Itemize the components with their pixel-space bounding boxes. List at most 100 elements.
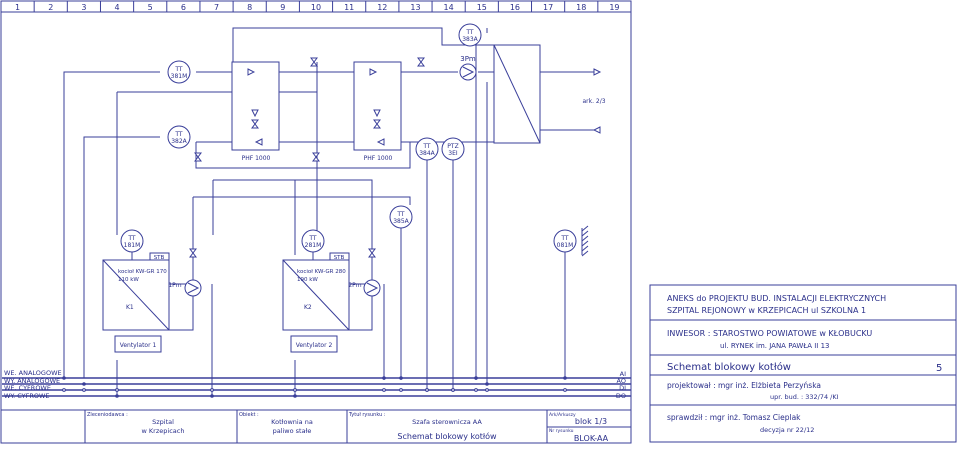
- column-number: 18: [576, 3, 586, 12]
- drawing-frame: [0, 0, 632, 444]
- ground-hatch-icon: [581, 225, 589, 257]
- column-number: 11: [344, 3, 354, 12]
- column-number: 16: [510, 3, 520, 12]
- investor-line-2: ul. RYNEK im. JANA PAWŁA II 13: [720, 342, 830, 350]
- valve-icon: [312, 152, 320, 162]
- pump-1-label: 1Pm: [168, 282, 181, 289]
- sensor-id: 381M: [171, 73, 188, 80]
- column-number: 5: [148, 3, 153, 12]
- pump-1-icon: [184, 279, 202, 297]
- bus-junction: [82, 382, 86, 386]
- pump-2-label: 2Pm: [348, 282, 361, 289]
- sensor-id: 181M: [124, 242, 141, 249]
- column-number: 14: [444, 3, 454, 12]
- sensor-id: 3EI: [448, 150, 458, 157]
- sensor-id: 081M: [557, 242, 574, 249]
- bus-code-di: DI: [619, 384, 626, 392]
- sensor-type: TT: [308, 235, 317, 242]
- phf-tank-1: [231, 61, 280, 151]
- checker-line-2: decyzja nr 22/12: [760, 426, 814, 434]
- footer-object-2: paliwo stałe: [273, 427, 312, 435]
- column-number: 1: [15, 3, 20, 12]
- column-number: 19: [609, 3, 619, 12]
- column-number: 9: [280, 3, 285, 12]
- bus-label-ai: WE. ANALOGOWE: [4, 369, 62, 377]
- phf-tank-2: [353, 61, 402, 151]
- bus-junctions: [62, 376, 567, 398]
- footer-title-top: Szafa sterownicza AA: [412, 418, 482, 426]
- sensor-id: 382A: [171, 138, 187, 145]
- valve-icon: [368, 248, 376, 258]
- bus-terminal: [293, 388, 297, 392]
- sensor-type: PTZ: [447, 143, 458, 150]
- k1-title: kocioł KW-GR 170: [118, 269, 167, 275]
- column-number: 4: [115, 3, 120, 12]
- designer-line-2: upr. bud. : 332/74 /KI: [770, 393, 839, 401]
- footer-client-2: w Krzepicach: [142, 427, 185, 435]
- sensor-type: TT: [127, 235, 136, 242]
- investor-line-1: INWESOR : STAROSTWO POWIATOWE w KŁOBUCKU: [667, 329, 872, 338]
- bus-terminal: [485, 388, 489, 392]
- column-number: 10: [311, 3, 321, 12]
- valve-icon: [194, 152, 202, 162]
- valve-icon: [251, 119, 259, 129]
- checker-line-1: sprawdził : mgr inż. Tomasz Cieplak: [667, 413, 801, 422]
- bus-junction: [485, 382, 489, 386]
- k1-id: K1: [126, 304, 134, 311]
- bus-code-ai: AI: [620, 370, 626, 378]
- k2-fan: Ventylator 2: [296, 342, 333, 349]
- bus-label-di: WE. CYFROWE: [4, 384, 51, 392]
- column-number: 17: [543, 3, 553, 12]
- k2-power: 190 kW: [297, 277, 318, 283]
- k1-stb: STB: [154, 255, 165, 261]
- column-number: 15: [477, 3, 487, 12]
- bus-code-do: DO: [616, 392, 626, 400]
- footer-drawing-no-label: Nr rysunku: [549, 428, 574, 434]
- bus-junction: [474, 376, 478, 380]
- title-block: [649, 284, 957, 443]
- bus-terminal: [451, 388, 455, 392]
- bus-terminal: [474, 388, 478, 392]
- bus-terminal: [82, 388, 86, 392]
- footer-title-label: Tytuł rysunku :: [348, 412, 386, 418]
- column-number: 8: [247, 3, 252, 12]
- valve-icon: [373, 119, 381, 129]
- pump-3-icon: [459, 63, 477, 81]
- pump-3-label: 3Pm: [460, 55, 476, 63]
- footer-client-1: Szpital: [152, 418, 174, 426]
- valves: [189, 57, 425, 258]
- signal-bus: [2, 377, 631, 397]
- bus-terminal: [382, 388, 386, 392]
- phf-label-1: PHF 1000: [242, 155, 271, 162]
- bus-junction: [115, 394, 119, 398]
- sensor-type: TT: [174, 66, 183, 73]
- bus-junction: [210, 394, 214, 398]
- footer-sheet: blok 1/3: [575, 417, 607, 426]
- sensor-type: TT: [174, 131, 183, 138]
- sensor-type: TT: [396, 211, 405, 218]
- bus-code-ao: AO: [617, 377, 626, 385]
- bus-terminal: [563, 388, 567, 392]
- bus-label-do: WY. CYFROWE: [4, 392, 50, 400]
- sensor-type: TT: [422, 143, 431, 150]
- bus-terminal: [210, 388, 214, 392]
- drawing-title: Schemat blokowy kotłów: [667, 361, 791, 373]
- footer-object-label: Obiekt :: [239, 412, 259, 418]
- bus-junction: [382, 376, 386, 380]
- footer-drawing-no: BLOK-AA: [574, 434, 609, 443]
- bus-junction: [293, 394, 297, 398]
- column-number: 7: [214, 3, 219, 12]
- column-number: 3: [81, 3, 86, 12]
- boiler-k1: [102, 252, 170, 353]
- valve-icon: [189, 248, 197, 258]
- column-number: 6: [181, 3, 186, 12]
